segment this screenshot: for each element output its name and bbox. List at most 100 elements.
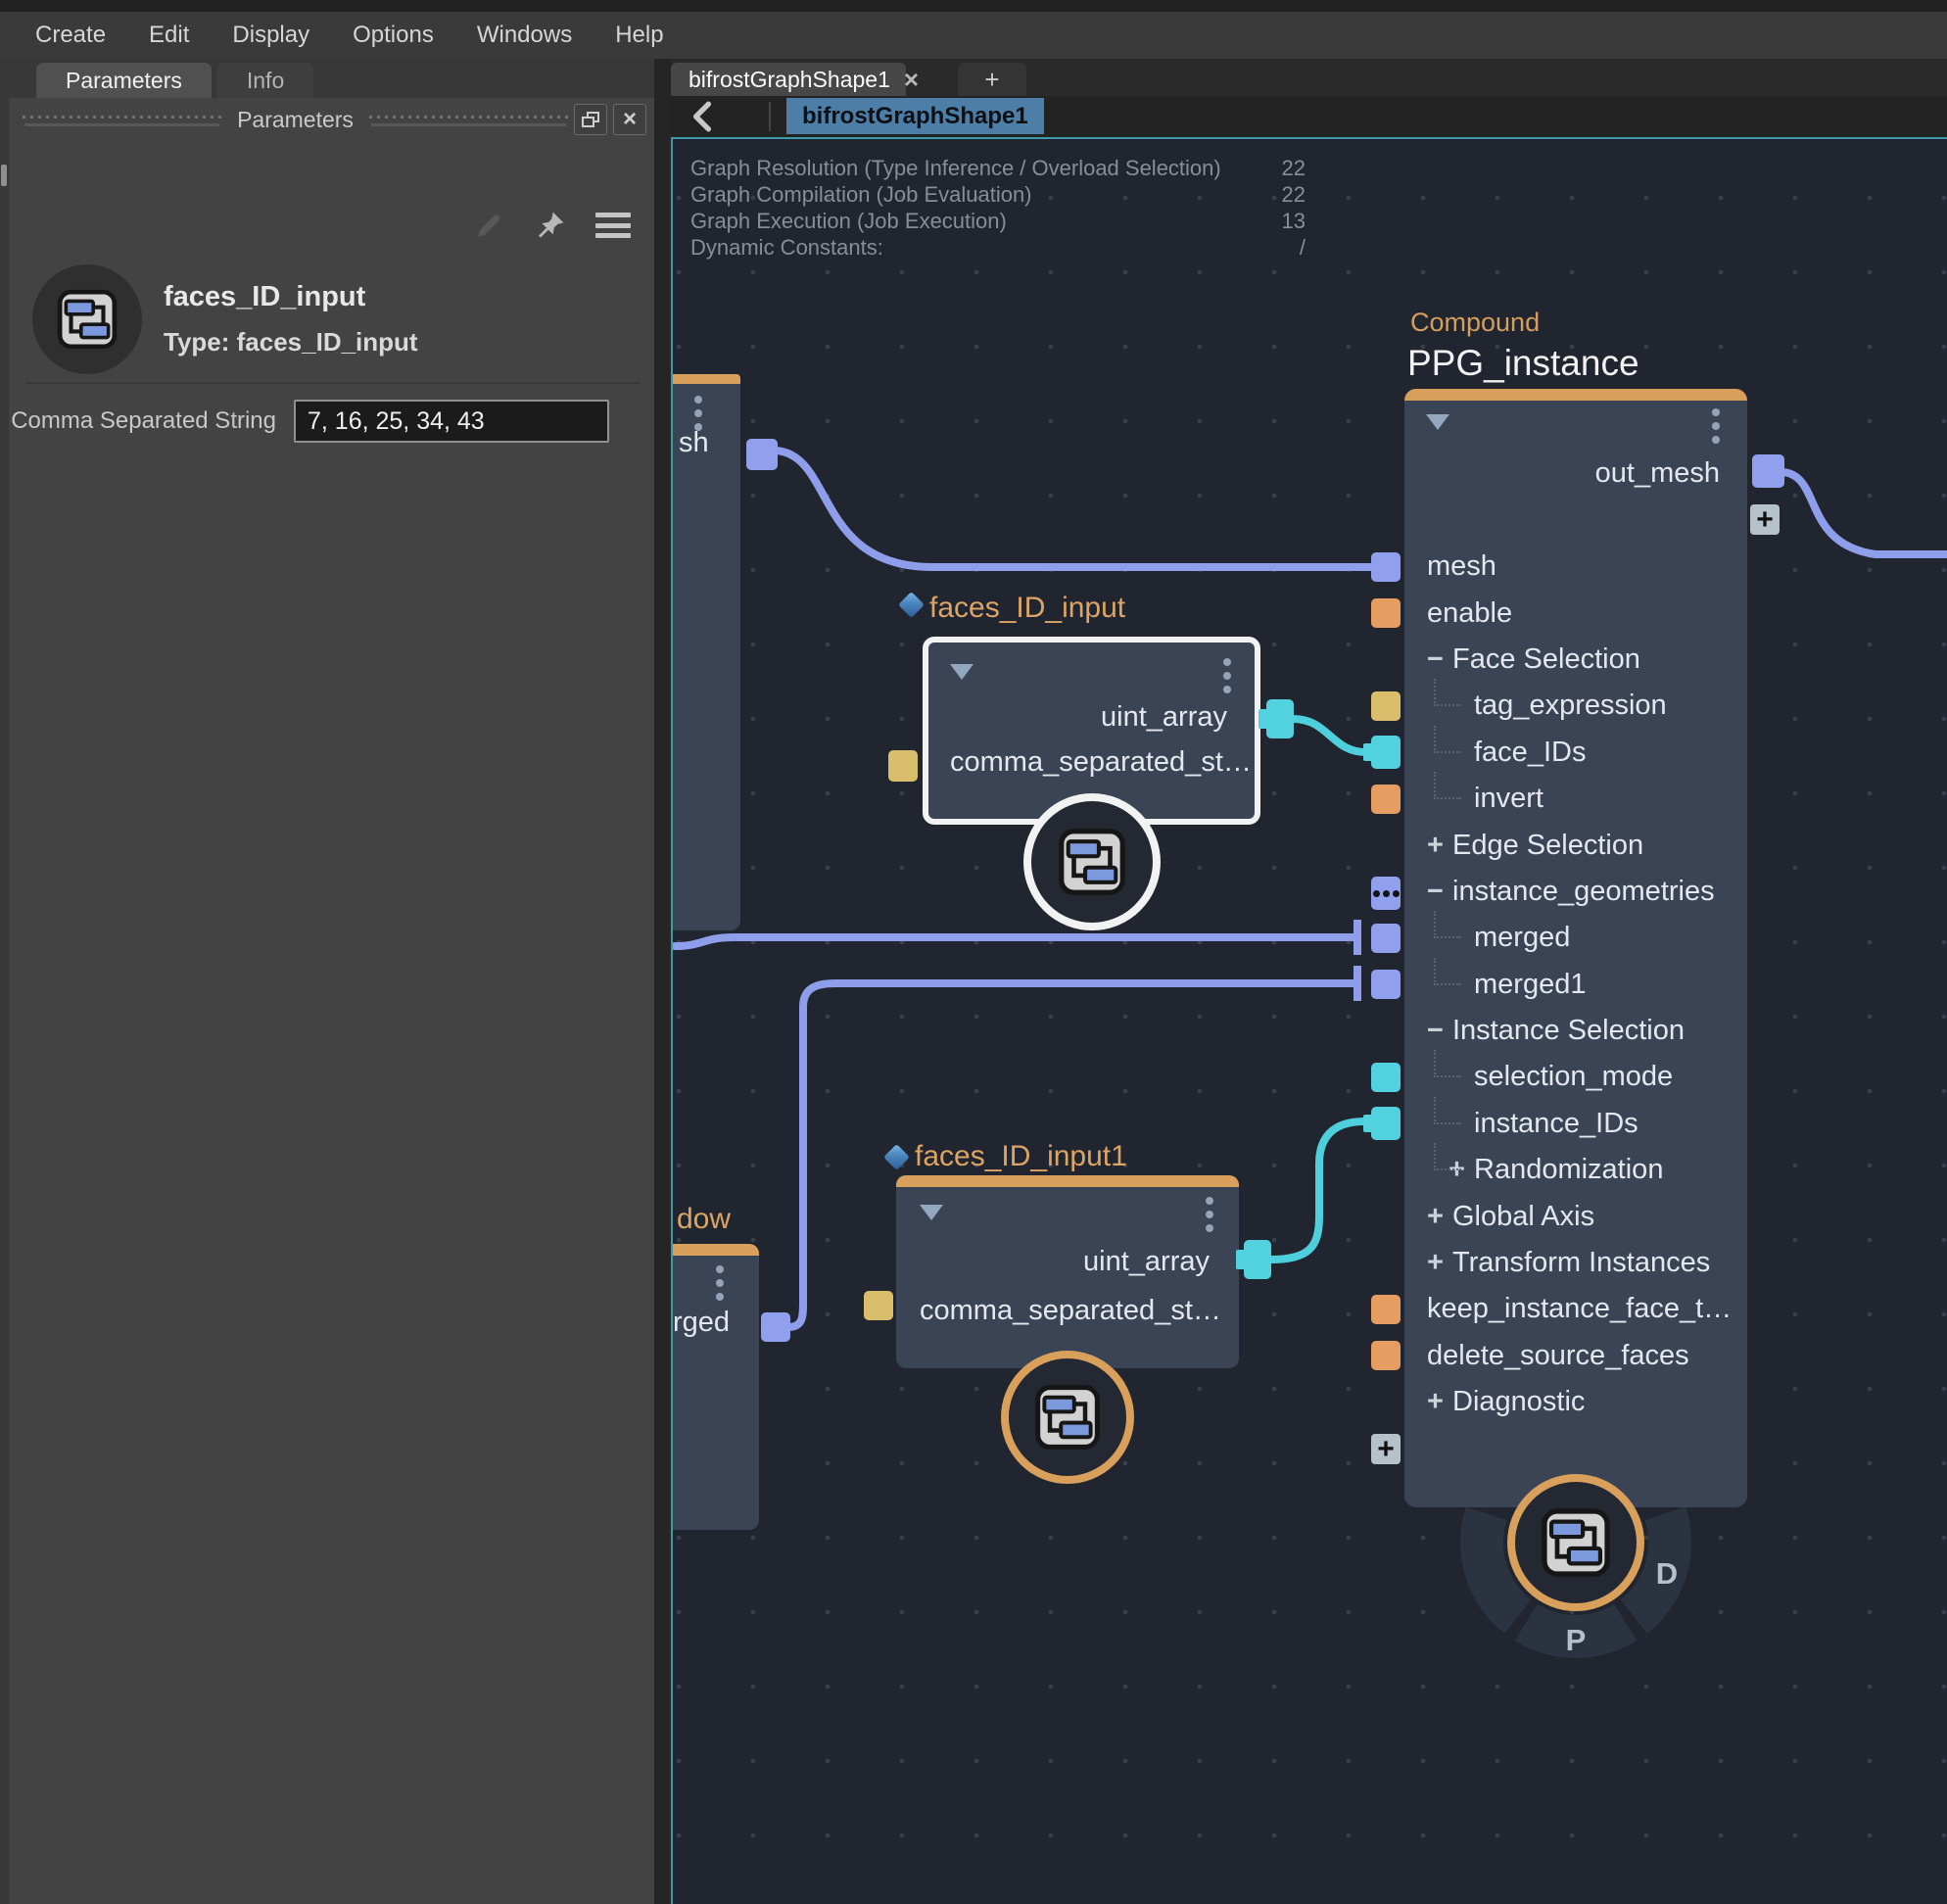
output-port-merged[interactable] <box>761 1312 790 1342</box>
output-port-uint-array[interactable] <box>1236 1240 1273 1279</box>
node-title: faces_ID_input <box>929 592 1126 624</box>
collapse-toggle[interactable]: + <box>1427 1200 1444 1232</box>
collapse-toggle[interactable]: − <box>1427 1015 1444 1047</box>
collapse-triangle[interactable] <box>1426 414 1449 430</box>
ppg-group-global-axis[interactable]: +Global Axis <box>1404 1193 1747 1239</box>
collapse-triangle[interactable] <box>920 1205 943 1220</box>
dotted-rule <box>368 116 568 123</box>
output-port-label: uint_array <box>1083 1246 1210 1277</box>
output-port-uint-array[interactable] <box>1258 699 1296 738</box>
ppg-group-diagnostic[interactable]: +Diagnostic <box>1404 1379 1747 1425</box>
comma-separated-string-input[interactable] <box>294 400 609 443</box>
port-label: tag_expression <box>1474 690 1667 722</box>
add-output-port-button[interactable]: + <box>1750 504 1780 535</box>
stat-value: / <box>1299 234 1306 260</box>
partial-node-mesh-source[interactable]: sh <box>673 374 740 930</box>
input-port-comma-separated[interactable] <box>888 750 918 782</box>
node-menu-dots[interactable] <box>716 1265 724 1301</box>
menu-create[interactable]: Create <box>35 22 107 48</box>
ppg-group-randomization[interactable]: +Randomization <box>1404 1143 1747 1193</box>
ppg-row-tag-expression[interactable]: tag_expression <box>1371 679 1747 729</box>
input-port-merged[interactable] <box>1371 923 1401 953</box>
port-label: invert <box>1474 783 1543 815</box>
menu-edit[interactable]: Edit <box>149 22 190 48</box>
collapse-toggle[interactable]: + <box>1427 829 1444 861</box>
tab-parameters[interactable]: Parameters <box>36 63 212 98</box>
collapse-toggle[interactable]: − <box>1427 643 1444 675</box>
node-menu-dots[interactable] <box>1712 408 1720 444</box>
node-menu-dots[interactable] <box>1223 658 1231 693</box>
input-port-instance-geometries[interactable] <box>1371 877 1401 911</box>
radial-menu-segment-bottom[interactable] <box>1514 1603 1638 1659</box>
breadcrumb-back-button[interactable] <box>683 98 722 135</box>
breadcrumb-separator <box>769 102 771 131</box>
edit-pencil-icon[interactable] <box>474 210 505 241</box>
menu-help[interactable]: Help <box>615 22 664 48</box>
input-port-mesh[interactable] <box>1371 551 1401 582</box>
ppg-row-instance-ids[interactable]: instance_IDs <box>1363 1096 1747 1147</box>
ppg-row-selection-mode[interactable]: selection_mode <box>1371 1050 1747 1100</box>
node-PPG-instance[interactable]: out_mesh mesh enable −Face Selection tag… <box>1363 389 1747 1507</box>
hamburger-menu-icon[interactable] <box>595 213 631 238</box>
ppg-row-delete-source-faces[interactable]: delete_source_faces <box>1371 1333 1747 1379</box>
input-port-invert[interactable] <box>1371 784 1401 814</box>
input-port-comma-separated[interactable] <box>864 1291 893 1320</box>
input-port-selection-mode[interactable] <box>1371 1062 1401 1092</box>
input-port-tag-expression[interactable] <box>1371 690 1401 721</box>
ppg-row-merged1[interactable]: merged1 <box>1371 957 1747 1008</box>
node-faces-ID-input1[interactable]: uint_array comma_separated_st… <box>896 1175 1239 1368</box>
input-port-face-ids[interactable] <box>1371 736 1401 770</box>
output-port-mesh[interactable] <box>746 439 778 470</box>
ppg-row-merged[interactable]: merged <box>1371 911 1747 961</box>
node-color-bar <box>896 1175 1239 1187</box>
node-menu-dots[interactable] <box>694 396 702 431</box>
close-panel-button[interactable]: × <box>613 104 646 135</box>
panel-edge-handle[interactable] <box>1 165 7 186</box>
output-port-label: out_mesh <box>1594 457 1720 489</box>
node-badge-faces-ID-input1[interactable] <box>1001 1351 1134 1484</box>
new-tab-button[interactable]: + <box>958 63 1026 96</box>
collapse-toggle[interactable]: + <box>1427 1247 1444 1279</box>
ppg-group-instance-selection[interactable]: −Instance Selection <box>1404 1008 1747 1054</box>
input-port-merged1[interactable] <box>1371 970 1401 1000</box>
ppg-group-edge-selection[interactable]: +Edge Selection <box>1404 822 1747 868</box>
collapse-toggle[interactable]: + <box>1427 1386 1444 1418</box>
panel-divider[interactable] <box>654 59 671 1904</box>
menu-display[interactable]: Display <box>232 22 310 48</box>
output-port-out-mesh[interactable] <box>1752 454 1784 488</box>
breadcrumb-current[interactable]: bifrostGraphShape1 <box>786 98 1044 134</box>
port-label: instance_IDs <box>1474 1107 1638 1139</box>
input-port-delete-source-faces[interactable] <box>1371 1341 1401 1371</box>
graph-stats: Graph Resolution (Type Inference / Overl… <box>690 155 1306 261</box>
ppg-row-mesh[interactable]: mesh <box>1371 544 1747 590</box>
popout-icon <box>582 112 599 127</box>
node-state-diamond <box>883 1144 910 1170</box>
menu-options[interactable]: Options <box>353 22 434 48</box>
node-faces-ID-input[interactable]: uint_array comma_separated_st… <box>923 637 1260 825</box>
input-port-instance-ids[interactable] <box>1371 1107 1401 1141</box>
ppg-row-invert[interactable]: invert <box>1371 771 1747 822</box>
node-badge-faces-ID-input[interactable] <box>1023 793 1161 930</box>
collapse-toggle[interactable]: − <box>1427 875 1444 907</box>
node-name: faces_ID_input <box>164 281 366 312</box>
pin-icon[interactable] <box>535 209 566 242</box>
tab-bifrostGraphShape1[interactable]: bifrostGraphShape1 × <box>671 63 919 96</box>
input-port-keep-instance-face[interactable] <box>1371 1294 1401 1324</box>
tab-info[interactable]: Info <box>216 63 314 98</box>
partial-node-window[interactable]: rged <box>673 1244 759 1530</box>
tab-close-icon[interactable]: × <box>903 65 920 94</box>
menu-windows[interactable]: Windows <box>476 22 573 48</box>
node-badge-PPG-instance[interactable] <box>1507 1474 1644 1611</box>
ppg-group-instance-geometries[interactable]: −instance_geometries <box>1371 869 1747 915</box>
ppg-group-transform-instances[interactable]: +Transform Instances <box>1404 1240 1747 1286</box>
popout-panel-button[interactable] <box>574 104 607 135</box>
add-input-port-button[interactable]: + <box>1371 1434 1401 1464</box>
ppg-row-face-ids[interactable]: face_IDs <box>1363 725 1747 776</box>
node-menu-dots[interactable] <box>1206 1197 1213 1232</box>
ppg-group-face-selection[interactable]: −Face Selection <box>1404 637 1747 683</box>
ppg-row-keep-instance-face[interactable]: keep_instance_face_t… <box>1371 1286 1747 1332</box>
ppg-row-enable[interactable]: enable <box>1371 590 1747 636</box>
node-graph-canvas[interactable]: Graph Resolution (Type Inference / Overl… <box>671 137 1947 1904</box>
collapse-triangle[interactable] <box>950 664 974 680</box>
input-port-enable[interactable] <box>1371 598 1401 629</box>
